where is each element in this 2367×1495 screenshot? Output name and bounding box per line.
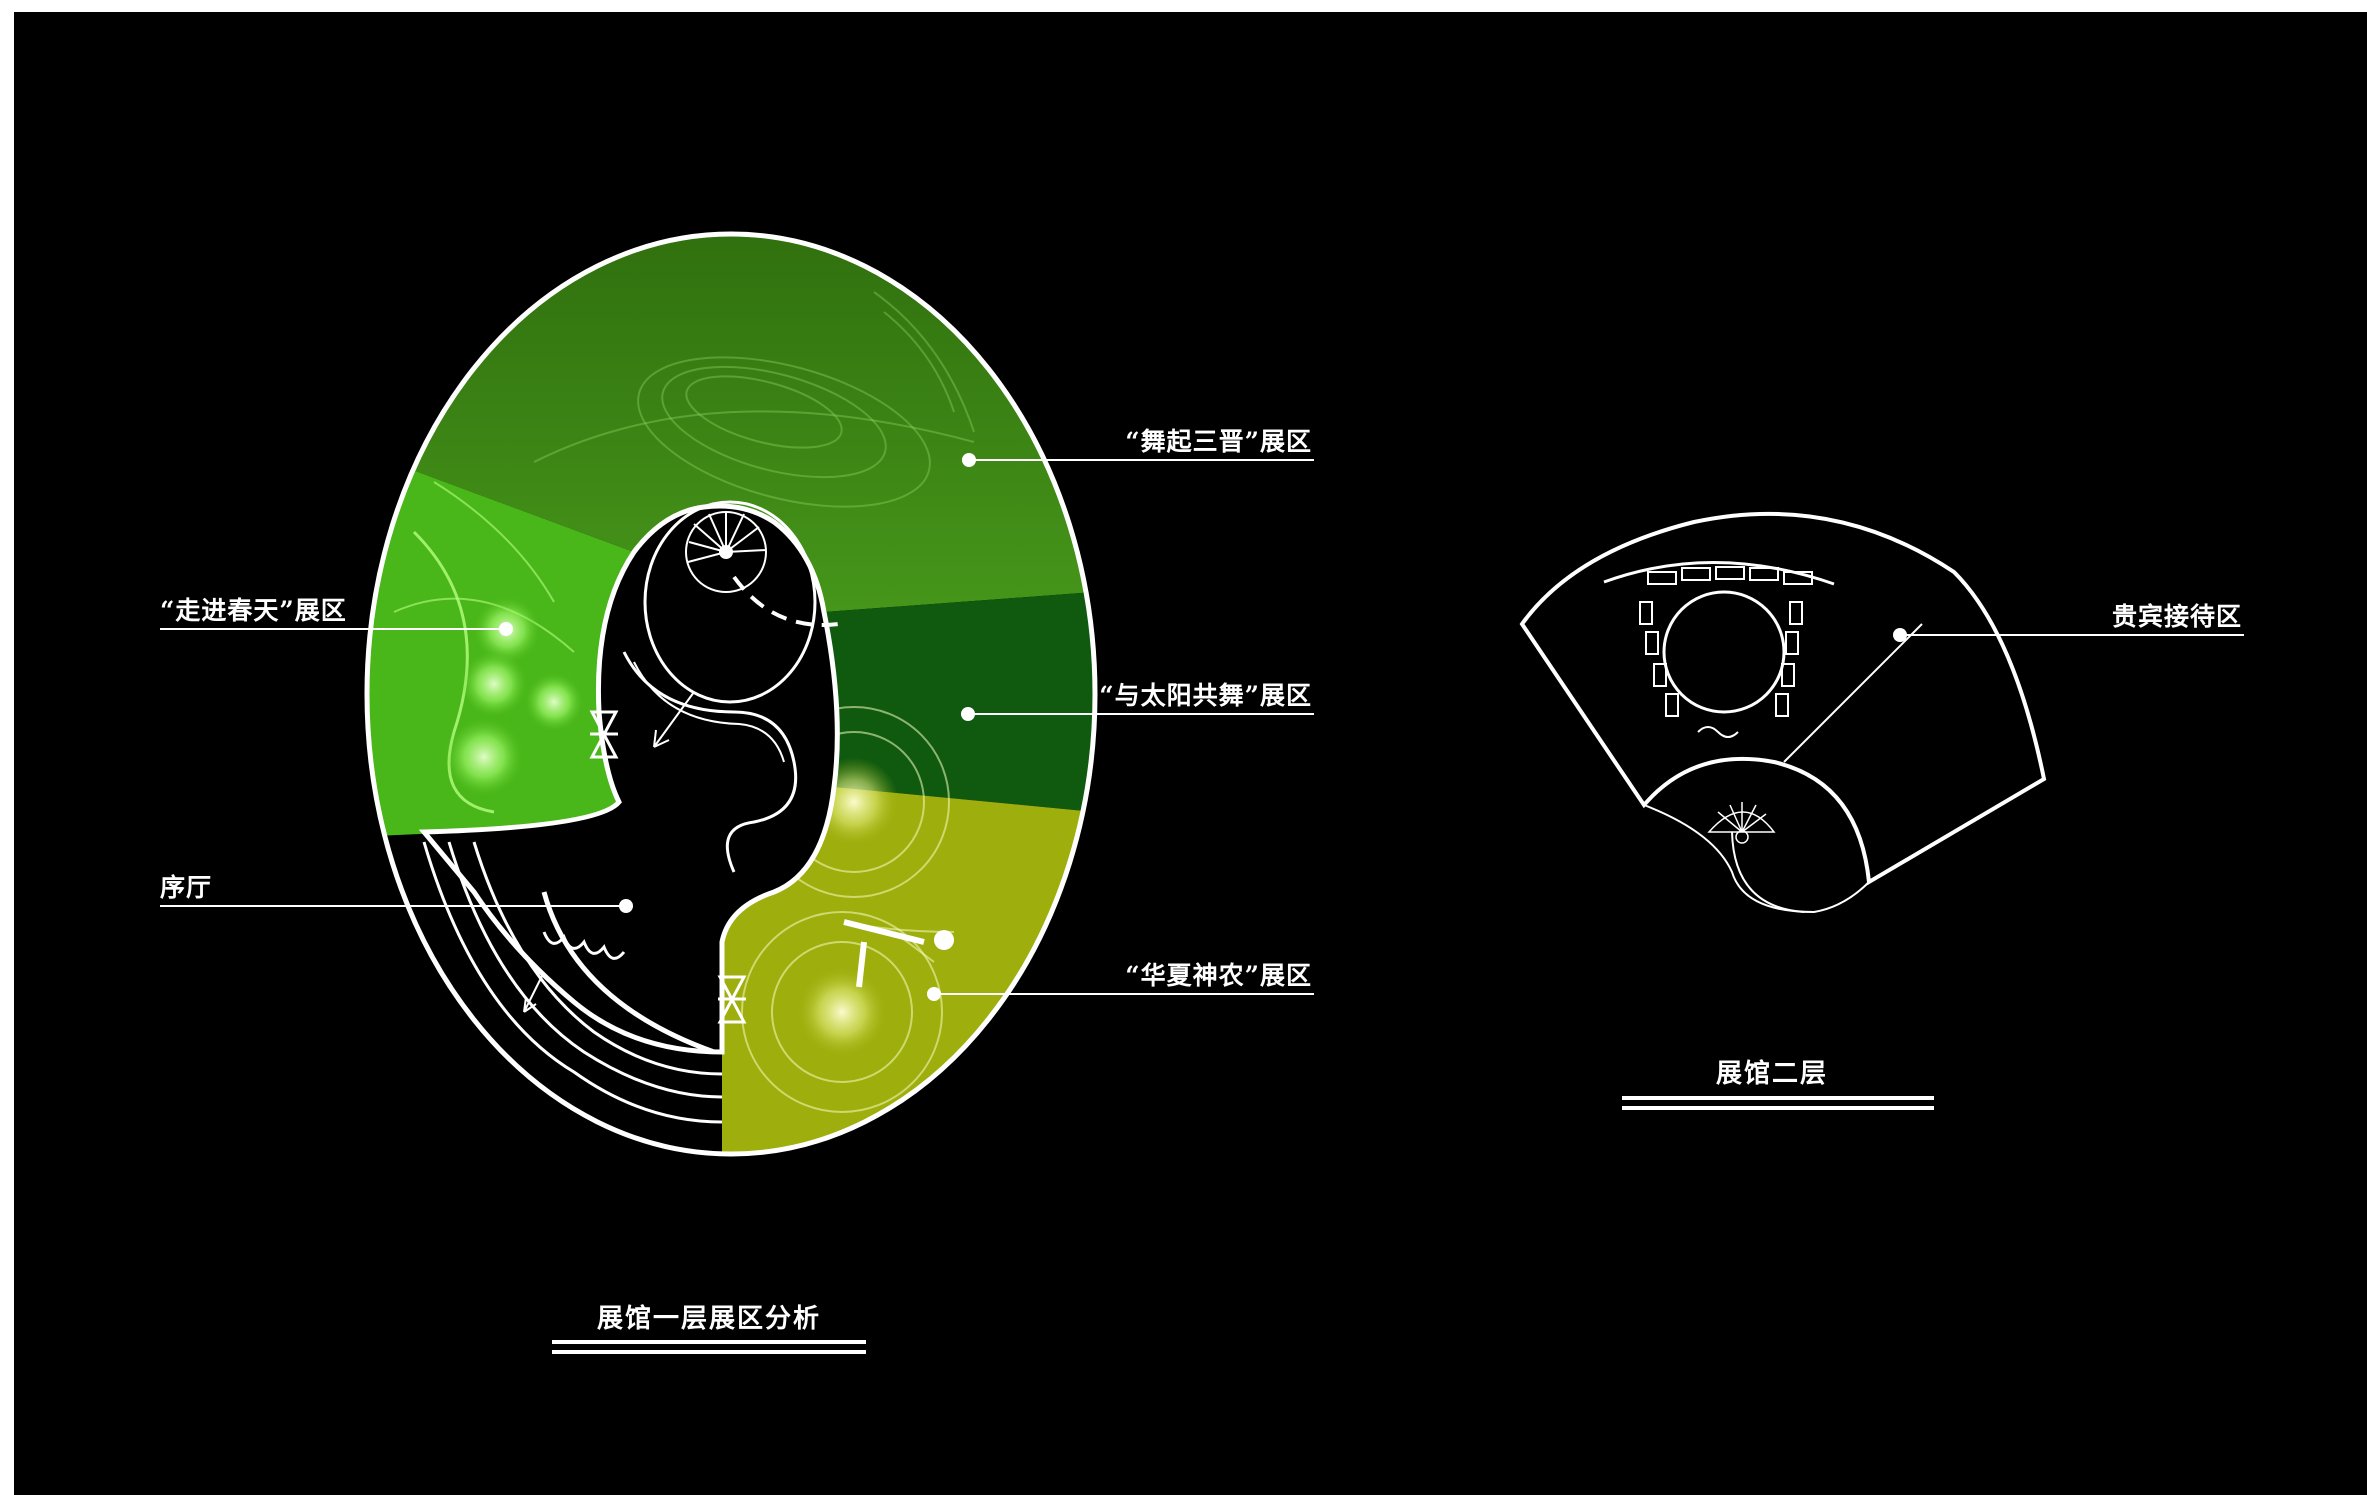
label-yu-taiyang-gongwu: “与太阳共舞”展区 <box>1099 681 1312 710</box>
label-wuqi-sanjin: “舞起三晋”展区 <box>1125 427 1312 456</box>
floor1-core-curve2 <box>633 661 785 763</box>
floor1-core-curve <box>622 651 798 873</box>
zone-yu-taiyang-gongwu[interactable] <box>824 592 1095 812</box>
floor1-lobby-squiggle <box>542 931 626 960</box>
label-guibin-jiedai: 贵宾接待区 <box>2112 602 2242 631</box>
floor2-round-table <box>1662 590 1786 714</box>
callout-wuqi-sanjin[interactable]: “舞起三晋”展区 <box>962 427 1314 467</box>
callout-xuting[interactable]: 序厅 <box>160 873 633 913</box>
floor1-lobby-arc <box>541 891 715 1055</box>
callout-zoujin-chuntian[interactable]: “走进春天”展区 <box>160 596 513 636</box>
floor1-corridor-rings <box>422 841 723 1124</box>
corridor-arrow <box>523 971 545 1013</box>
label-xuting: 序厅 <box>160 873 212 902</box>
stair-arrow <box>653 691 695 748</box>
zone-wuqi-sanjin[interactable] <box>364 212 1095 612</box>
wuqi-sanjin-decoration <box>533 291 975 508</box>
callout-huaxia-shennong[interactable]: “华夏神农”展区 <box>927 961 1314 1001</box>
floor2-title: 展馆二层 <box>1716 1058 1828 1089</box>
floor2-wave <box>1697 726 1739 738</box>
floor2-lower-arc <box>1731 831 1805 913</box>
floor-plan-svg: “舞起三晋”展区 “走进春天”展区 “与太阳共舞”展区 序厅 “华夏神农”展区 … <box>160 212 2244 1354</box>
fan-stair-icon <box>685 511 767 593</box>
bowtie-door-icon <box>589 710 619 759</box>
callout-yu-taiyang-gongwu[interactable]: “与太阳共舞”展区 <box>961 681 1314 721</box>
label-zoujin-chuntian: “走进春天”展区 <box>160 596 347 625</box>
floor2-lower-hall <box>1643 804 1870 914</box>
fan-stair-icon <box>1707 802 1776 844</box>
huaxia-shennong-decoration <box>741 706 955 1113</box>
floor1-plan: “舞起三晋”展区 “走进春天”展区 “与太阳共舞”展区 序厅 “华夏神农”展区 … <box>160 212 1314 1354</box>
floor2-top-arc <box>1603 561 1835 586</box>
floor1-outer-wall <box>364 231 1098 1157</box>
floor2-plan: 贵宾接待区 展馆二层 <box>1519 511 2244 1110</box>
label-huaxia-shennong: “华夏神农”展区 <box>1125 961 1312 990</box>
floor2-seating <box>1639 566 1813 717</box>
floor1-inner-core <box>643 500 817 704</box>
floor1-core-hub <box>418 503 840 1055</box>
bowtie-door-icon <box>717 975 747 1024</box>
drawing-canvas: “舞起三晋”展区 “走进春天”展区 “与太阳共舞”展区 序厅 “华夏神农”展区 … <box>14 12 2367 1495</box>
callout-guibin-jiedai[interactable]: 贵宾接待区 <box>1893 602 2244 642</box>
floor1-title: 展馆一层展区分析 <box>597 1303 821 1334</box>
floor2-divider <box>1783 623 1923 763</box>
